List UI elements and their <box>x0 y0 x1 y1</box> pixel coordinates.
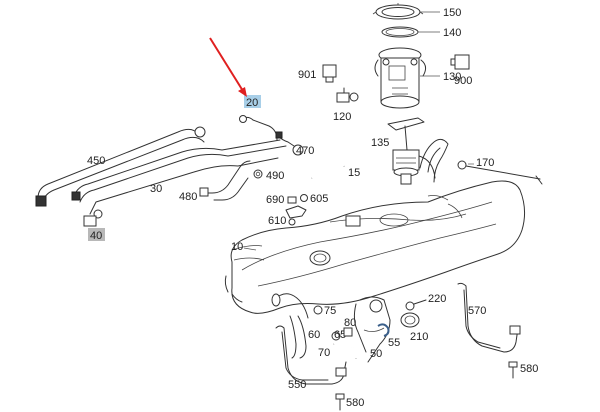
callout-170: 170 <box>476 157 494 169</box>
callout-480: 480 <box>179 191 197 203</box>
callout-580-bottom: 580 <box>346 397 364 409</box>
callout-470: 470 <box>296 145 314 157</box>
callout-901: 901 <box>298 69 316 81</box>
seal-ring-part <box>381 26 419 38</box>
callout-120: 120 <box>333 111 351 123</box>
callout-140: 140 <box>443 27 461 39</box>
fuel-line-30-part <box>71 139 287 219</box>
part-75 <box>313 305 323 315</box>
fuel-pump-part <box>374 47 427 109</box>
callout-55: 55 <box>388 337 400 349</box>
tank-strap-570-part <box>457 282 521 353</box>
callout-75: 75 <box>324 305 336 317</box>
clamp-55-part <box>377 323 390 337</box>
filler-neck-50-part <box>353 296 391 363</box>
fuel-tank-part <box>224 180 526 314</box>
filler-tube-60-part <box>271 293 309 359</box>
connector-900-part <box>450 54 470 70</box>
pressure-sensor-part <box>336 87 359 103</box>
callout-70: 70 <box>318 347 330 359</box>
callout-605: 605 <box>310 193 328 205</box>
line-480-part <box>199 160 251 201</box>
bolt-580-right-part <box>508 361 518 379</box>
callout-20: 20 <box>246 97 258 109</box>
line-20-part <box>239 115 278 141</box>
grommet-605-part <box>300 194 308 202</box>
callout-40: 40 <box>90 230 102 242</box>
clamp-40-part <box>83 215 97 227</box>
bolt-580-bottom-part <box>335 393 345 411</box>
callout-490: 490 <box>266 170 284 182</box>
callout-550: 550 <box>288 379 306 391</box>
hose-70-part <box>333 341 357 359</box>
callout-570: 570 <box>468 305 486 317</box>
filler-elbow-part <box>419 138 449 183</box>
callout-130: 130 <box>443 71 461 83</box>
callout-65: 65 <box>334 329 346 341</box>
callout-900: 900 <box>454 75 472 87</box>
callout-40-highlight <box>88 228 105 241</box>
callout-210: 210 <box>410 331 428 343</box>
grommet-490-part <box>253 169 263 179</box>
callout-50: 50 <box>370 348 382 360</box>
level-sensor-170-part <box>457 160 543 185</box>
tank-strap-550-part <box>275 325 347 385</box>
callout-30: 30 <box>150 183 162 195</box>
fuel-line-450-part <box>35 126 206 207</box>
valve-610-part <box>285 205 307 226</box>
connector-470-part <box>275 131 304 156</box>
callout-690: 690 <box>266 194 284 206</box>
bracket-690-part <box>287 196 297 204</box>
connector-901-part <box>322 64 337 83</box>
filler-cap-210-part <box>400 312 420 328</box>
callout-580-right: 580 <box>520 363 538 375</box>
callout-15: 15 <box>348 167 360 179</box>
clip-80-part <box>343 327 353 337</box>
callout-220: 220 <box>428 293 446 305</box>
callout-10: 10 <box>231 241 243 253</box>
leader-10 <box>243 247 257 251</box>
hose-15-part <box>310 159 346 180</box>
callout-20-highlight <box>244 95 261 108</box>
lock-ring-part <box>372 3 424 20</box>
callout-60: 60 <box>308 329 320 341</box>
callout-135: 135 <box>371 137 389 149</box>
callout-80: 80 <box>344 317 356 329</box>
level-sender-part <box>387 117 436 185</box>
red-arrow-icon <box>209 37 247 97</box>
callout-450: 450 <box>87 155 105 167</box>
callout-610: 610 <box>268 215 286 227</box>
callout-150: 150 <box>443 7 461 19</box>
grommet-65-part <box>331 331 341 341</box>
part-220 <box>405 299 427 311</box>
